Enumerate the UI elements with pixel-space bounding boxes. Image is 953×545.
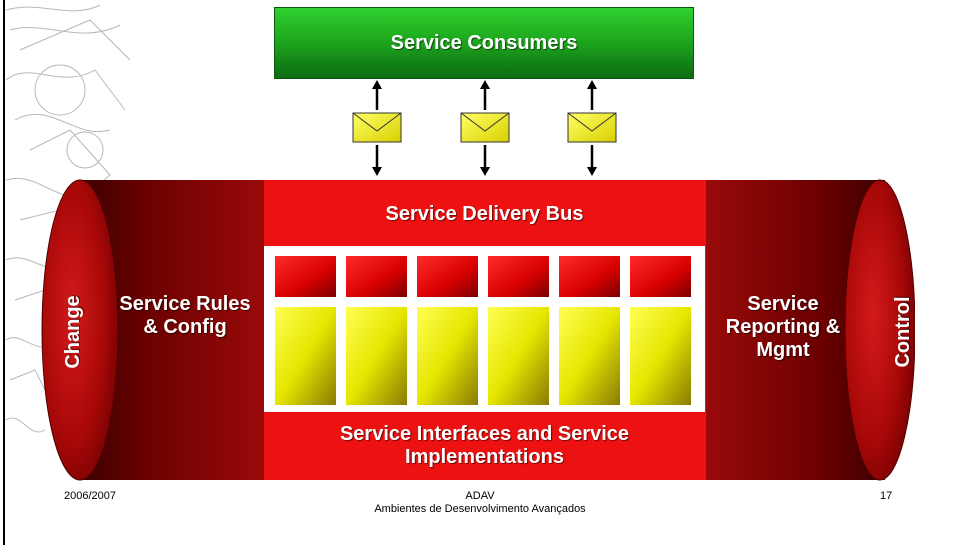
service-component-6 <box>630 256 691 405</box>
service-rules-label: Service Rules & Config <box>119 293 251 338</box>
service-component-grid <box>264 246 705 412</box>
arrow-up-icon <box>480 80 490 110</box>
connector-2 <box>460 80 510 176</box>
component-implementation-block <box>417 307 478 405</box>
arrow-down-icon <box>372 145 382 176</box>
service-component-1 <box>275 256 336 405</box>
service-interfaces-band: Service Interfaces and Service Implement… <box>264 412 705 480</box>
service-component-5 <box>559 256 620 405</box>
connector-3 <box>567 80 617 176</box>
left-margin-rule <box>3 0 5 545</box>
component-implementation-block <box>488 307 549 405</box>
footer-course-full: Ambientes de Desenvolvimento Avançados <box>374 503 586 515</box>
service-interfaces-label: Service Interfaces and Service Implement… <box>339 423 630 468</box>
service-component-2 <box>346 256 407 405</box>
service-consumers-label: Service Consumers <box>390 31 578 54</box>
envelope-icon <box>352 112 402 143</box>
service-component-3 <box>417 256 478 405</box>
component-implementation-block <box>275 307 336 405</box>
service-component-4 <box>488 256 549 405</box>
arrow-down-icon <box>587 145 597 176</box>
control-label: Control <box>891 296 914 368</box>
arrow-down-icon <box>480 145 490 176</box>
component-interface-block <box>417 256 478 297</box>
service-consumers-box: Service Consumers <box>274 7 694 79</box>
component-implementation-block <box>559 307 620 405</box>
component-interface-block <box>559 256 620 297</box>
component-interface-block <box>346 256 407 297</box>
component-interface-block <box>630 256 691 297</box>
service-delivery-bus: Service Delivery Bus <box>264 182 705 246</box>
footer-page-number: 17 <box>880 490 893 502</box>
message-connectors <box>352 80 617 176</box>
change-label-box: Change <box>58 232 88 432</box>
change-label: Change <box>61 295 84 369</box>
footer-course: ADAV <box>465 490 495 502</box>
component-implementation-block <box>630 307 691 405</box>
arrow-up-icon <box>587 80 597 110</box>
arrow-up-icon <box>372 80 382 110</box>
component-interface-block <box>275 256 336 297</box>
envelope-icon <box>460 112 510 143</box>
footer-date: 2006/2007 <box>64 490 116 502</box>
control-label-box: Control <box>888 232 918 432</box>
component-interface-block <box>488 256 549 297</box>
service-delivery-bus-label: Service Delivery Bus <box>385 202 584 225</box>
service-reporting-label: Service Reporting & Mgmt <box>725 293 841 361</box>
footer-center: ADAV Ambientes de Desenvolvimento Avança… <box>320 490 640 516</box>
connector-1 <box>352 80 402 176</box>
component-implementation-block <box>346 307 407 405</box>
envelope-icon <box>567 112 617 143</box>
